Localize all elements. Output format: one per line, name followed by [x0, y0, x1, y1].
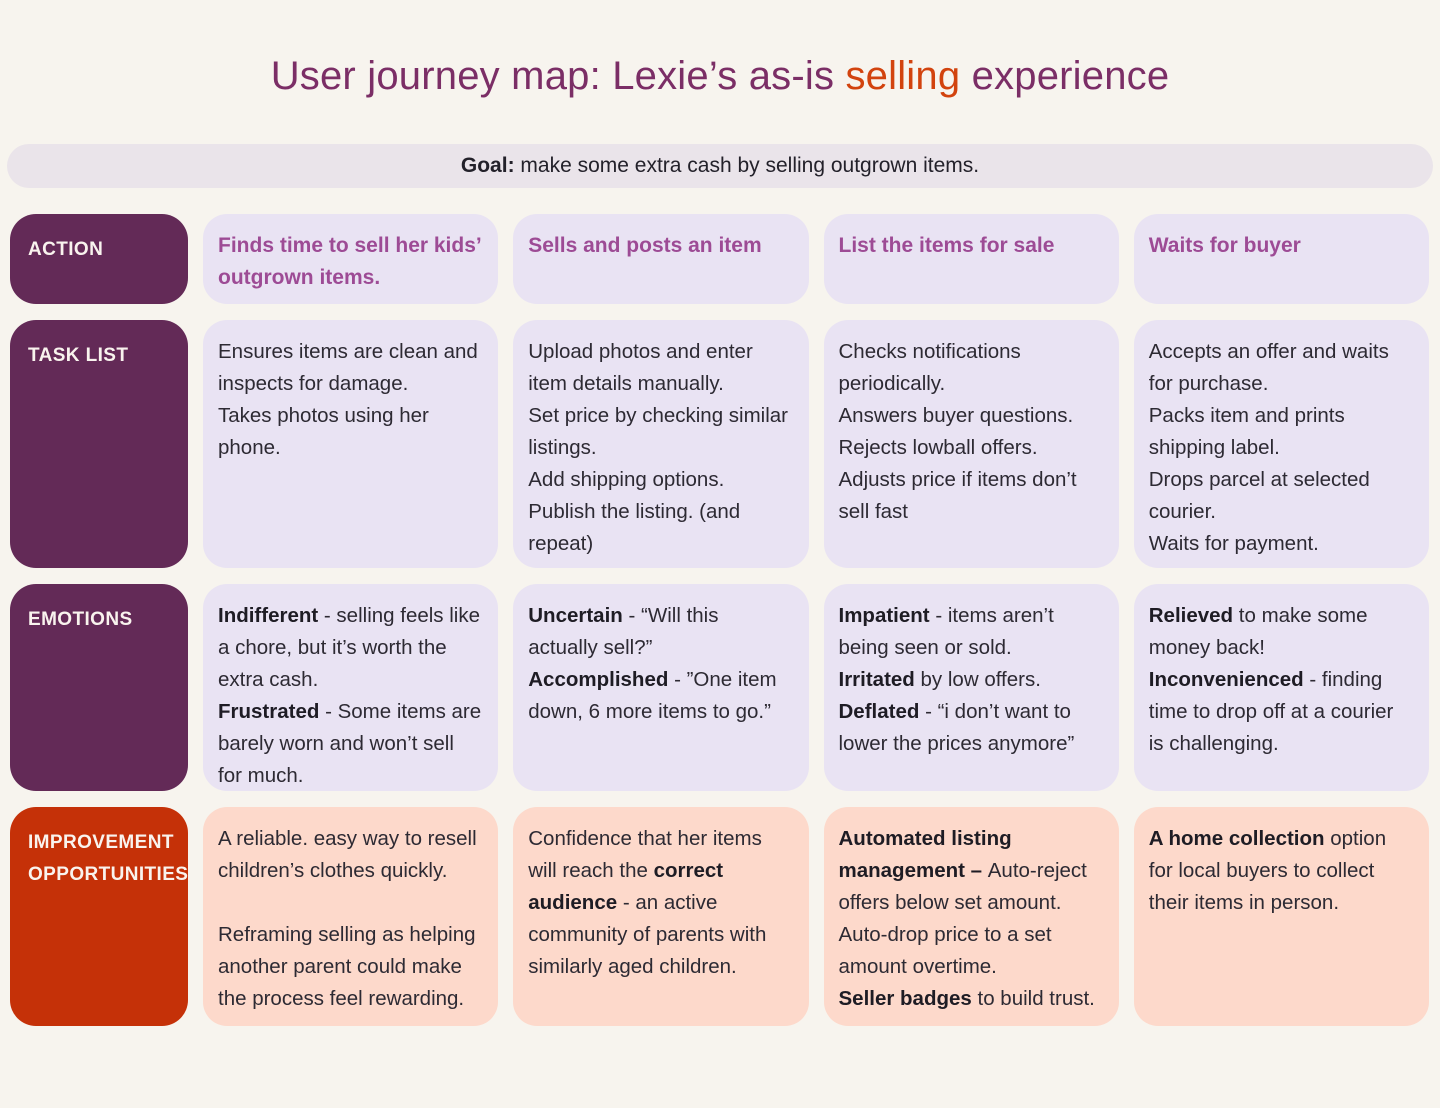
title-text-post: experience — [960, 54, 1170, 98]
text-line: Waits for buyer — [1148, 234, 1301, 257]
action-cell-4: Waits for buyer — [1133, 214, 1429, 304]
text-line: Uncertain - “Will this actually sell?” — [528, 604, 719, 659]
text-line: Accomplished - ”One item down, 6 more it… — [528, 668, 777, 723]
text-line: Packs item and prints shipping label. — [1148, 404, 1345, 459]
text-line: Rejects lowball offers. — [838, 436, 1038, 459]
text-line: Upload photos and enter item details man… — [528, 340, 753, 395]
text-line: Indifferent - selling feels like a chore… — [218, 604, 481, 691]
text-line: Auto-drop price to a set amount overtime… — [838, 923, 1052, 978]
text-line: Irritated by low offers. — [838, 668, 1041, 691]
text-line: Publish the listing. (and repeat) — [528, 500, 741, 555]
text-line: List the items for sale — [838, 234, 1055, 257]
text-line: Automated listing management – Auto-reje… — [838, 827, 1087, 914]
emotions-cell-1: Indifferent - selling feels like a chore… — [203, 584, 499, 791]
text-line: Answers buyer questions. — [838, 404, 1074, 427]
text-line: Inconvenienced - finding time to drop of… — [1148, 668, 1394, 755]
text-line: Adjusts price if items don’t sell fast — [838, 468, 1077, 523]
text-line: Impatient - items aren’t being seen or s… — [838, 604, 1054, 659]
task-list-cell-4: Accepts an offer and waits for purchase.… — [1133, 320, 1429, 568]
task-list-cell-1: Ensures items are clean and inspects for… — [203, 320, 499, 568]
row-header-task-list: TASK LIST — [10, 320, 188, 568]
task-list-cell-3: Checks notifications periodically. Answer… — [823, 320, 1119, 568]
text-line: Seller badges to build trust. — [838, 987, 1095, 1010]
emotions-cell-4: Relieved to make some money back! Inconve… — [1133, 584, 1429, 791]
task-list-cell-2: Upload photos and enter item details man… — [513, 320, 809, 568]
improvement-cell-3: Automated listing management – Auto-reje… — [823, 807, 1119, 1026]
text-line: Reframing selling as helping another par… — [218, 923, 476, 1010]
text-line: Drops parcel at selected courier. — [1148, 468, 1370, 523]
journey-grid: ACTION Finds time to sell her kids’ outg… — [10, 214, 1429, 1026]
text-line — [218, 887, 482, 919]
page-title: User journey map: Lexie’s as-is selling … — [0, 52, 1440, 100]
text-line: Sells and posts an item — [528, 234, 762, 257]
row-header-improvement-opportunities-label: IMPROVEMENT OPPORTUNITIES — [28, 832, 189, 885]
improvement-cell-2: Confidence that her items will reach the… — [513, 807, 809, 1026]
row-header-action-label: ACTION — [28, 239, 104, 260]
text-line: Frustrated - Some items are barely worn … — [218, 700, 482, 787]
action-cell-2: Sells and posts an item — [513, 214, 809, 304]
text-line: Checks notifications periodically. — [838, 340, 1021, 395]
row-header-improvement-opportunities: IMPROVEMENT OPPORTUNITIES — [10, 807, 188, 1026]
goal-label: Goal: — [460, 154, 515, 177]
row-header-emotions-label: EMOTIONS — [28, 609, 133, 630]
text-line: Add shipping options. — [528, 468, 725, 491]
emotions-cell-3: Impatient - items aren’t being seen or s… — [823, 584, 1119, 791]
goal-text: make some extra cash by selling outgrown… — [514, 154, 980, 177]
row-header-emotions: EMOTIONS — [10, 584, 188, 791]
text-line: Ensures items are clean and inspects for… — [218, 340, 478, 395]
action-cell-3: List the items for sale — [823, 214, 1119, 304]
action-cell-1: Finds time to sell her kids’ outgrown it… — [203, 214, 499, 304]
goal-banner: Goal: make some extra cash by selling ou… — [7, 144, 1433, 188]
improvement-cell-4: A home collection option for local buyer… — [1133, 807, 1429, 1026]
text-line: Accepts an offer and waits for purchase. — [1148, 340, 1389, 395]
emotions-cell-2: Uncertain - “Will this actually sell?” Ac… — [513, 584, 809, 791]
row-header-action: ACTION — [10, 214, 188, 304]
text-line: Takes photos using her phone. — [218, 404, 429, 459]
title-highlight: selling — [845, 54, 961, 98]
text-line: Confidence that her items will reach the… — [528, 827, 767, 978]
text-line: A home collection option for local buyer… — [1148, 827, 1387, 914]
text-line: A reliable. easy way to resell children’… — [218, 827, 477, 882]
text-line: Set price by checking similar listings. — [528, 404, 789, 459]
improvement-cell-1: A reliable. easy way to resell children’… — [203, 807, 499, 1026]
title-text-pre: User journey map: Lexie’s as-is — [270, 54, 846, 98]
text-line: Waits for payment. — [1148, 532, 1319, 555]
row-header-task-list-label: TASK LIST — [28, 345, 129, 366]
text-line: Finds time to sell her kids’ outgrown it… — [218, 234, 481, 289]
text-line: Relieved to make some money back! — [1148, 604, 1368, 659]
text-line: Deflated - “i don’t want to lower the pr… — [838, 700, 1075, 755]
